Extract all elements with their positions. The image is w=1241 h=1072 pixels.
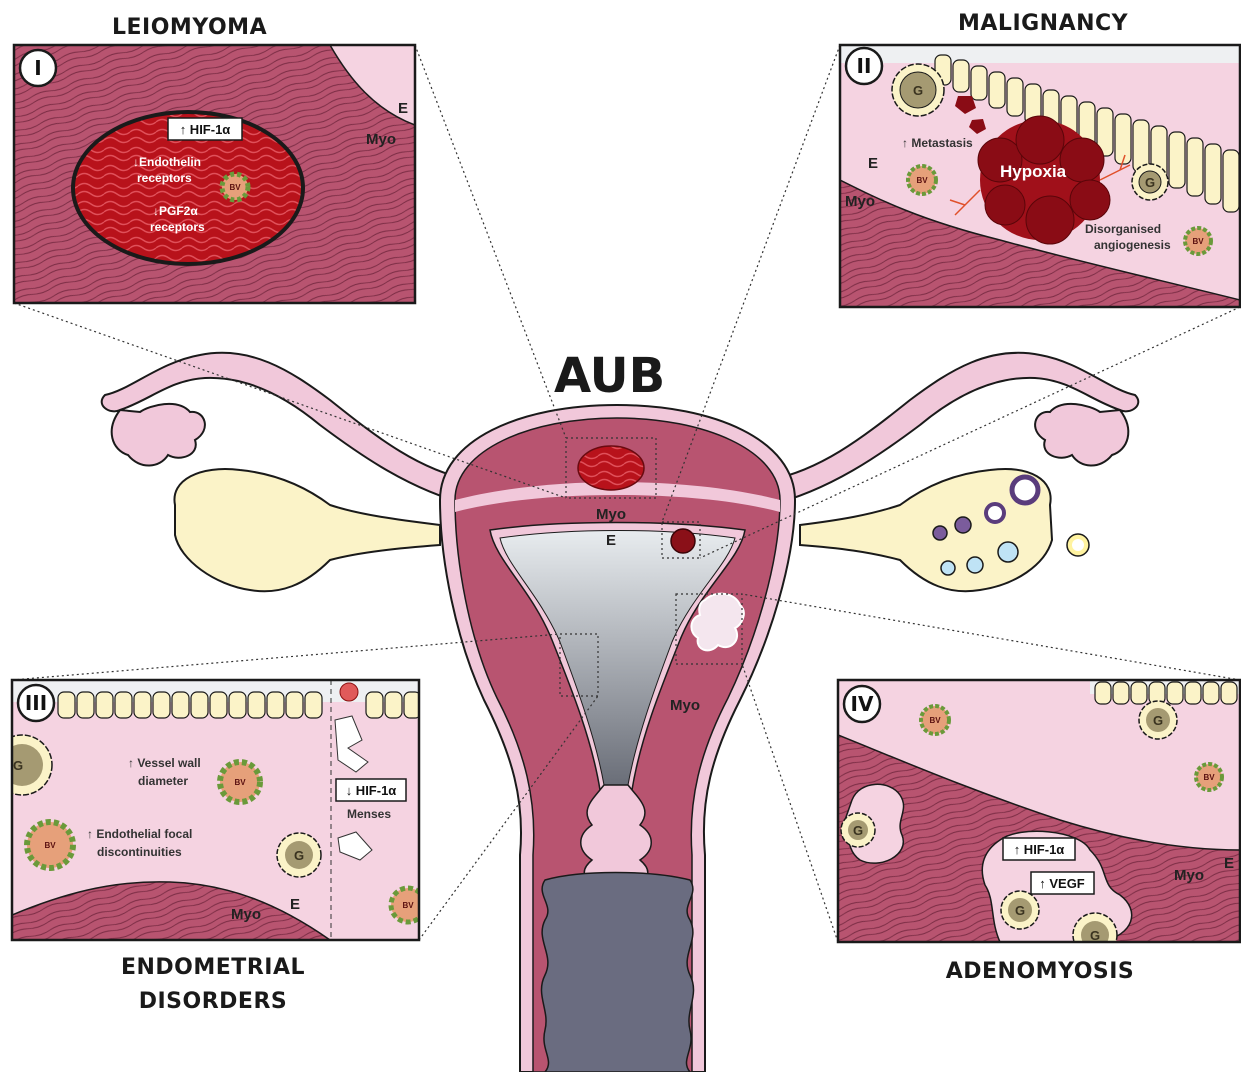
malignancy-g-1: G [913,83,923,98]
leiomyoma-endothelin-1: ↓Endothelin [133,155,201,169]
adenomyosis-bv-2: BV [1203,773,1215,782]
adenomyosis-vegf: ↑ VEGF [1039,876,1085,891]
adenomyosis-hif: ↑ HIF-1α [1014,842,1065,857]
leiomyoma-pgf-1: ↓PGF2α [153,204,198,218]
endometrial-g-2: G [294,848,304,863]
leiomyoma-title: LEIOMYOMA [112,15,267,40]
left-fimbria [112,404,205,466]
fundal-fibroid [578,446,644,490]
endometrial-endo-2: discontinuities [97,845,182,859]
malignancy-bv-1: BV [916,176,928,185]
uterus-label-myo-side: Myo [670,697,700,714]
endometrial-myo: Myo [231,906,261,923]
adenomyosis-myo: Myo [1174,867,1204,884]
leiomyoma-myo: Myo [366,131,396,148]
malignancy-myo: Myo [845,193,875,210]
adenomyosis-numeral: IV [851,692,874,716]
vaginal-canal [541,873,693,1072]
surface-epithelium [58,692,421,718]
leiomyoma-hif: ↑ HIF-1α [180,122,231,137]
leiomyoma-e: E [398,100,408,117]
endometrial-bv-3: BV [402,901,414,910]
right-fimbria [1035,404,1128,466]
malignancy-title: MALIGNANCY [958,11,1129,36]
adenomyosis-g-1: G [1153,713,1163,728]
malignant-lesion [671,529,695,553]
endometrial-e: E [290,896,300,913]
malignancy-disorganised-2: angiogenesis [1094,238,1171,252]
cervical-canal [581,785,652,885]
endometrial-numeral: III [25,691,47,715]
endometrial-menses: Menses [347,807,391,821]
malignancy-panel: II ↑ Metastasis Hypoxia Disorganised ang… [840,45,1240,307]
adenomyosis-title: ADENOMYOSIS [946,959,1135,984]
malignancy-numeral: II [857,54,872,78]
endometrial-vessel-1: ↑ Vessel wall [128,756,201,770]
endometrial-hif: ↓ HIF-1α [346,783,397,798]
leiomyoma-endothelin-2: receptors [137,171,192,185]
malignancy-disorganised-1: Disorganised [1085,222,1161,236]
endometrial-vessel-2: diameter [138,774,188,788]
adenomyosis-g-2: G [853,823,863,838]
adenomyosis-panel: IV ↑ HIF-1α ↑ VEGF G G G G BV BV Myo E [838,680,1240,957]
leiomyoma-numeral: I [34,56,41,80]
malignancy-e: E [868,155,878,172]
adenomyosis-g-3: G [1015,903,1025,918]
left-ovary [174,469,440,591]
adenomyosis-e: E [1224,855,1234,872]
adenomyosis-bv-1: BV [929,716,941,725]
malignancy-hypoxia: Hypoxia [1000,162,1067,181]
uterus-label-e-top: E [606,532,616,549]
malignancy-bv-2: BV [1192,237,1204,246]
adenomyosis-g-4: G [1090,928,1100,943]
endometrial-bv-1: BV [234,778,246,787]
endometrial-g-1: G [13,758,23,773]
endometrial-title-1: ENDOMETRIAL [121,955,305,980]
malignancy-g-2: G [1145,175,1155,190]
endometrial-title-2: DISORDERS [139,989,288,1014]
uterus-label-myo-top: Myo [596,506,626,523]
leiomyoma-panel: I ↑ HIF-1α ↓Endothelin receptors ↓PGF2α … [14,45,415,303]
leiomyoma-pgf-2: receptors [150,220,205,234]
malignancy-metastasis: ↑ Metastasis [902,136,973,150]
center-title: AUB [554,348,665,404]
leiomyoma-bv: BV [229,183,241,192]
endometrial-endo-1: ↑ Endothelial focal [87,827,192,841]
endometrial-bv-2: BV [44,841,56,850]
endometrial-panel: III ↑ Vessel wall diameter ↑ Endothelial… [0,680,425,940]
